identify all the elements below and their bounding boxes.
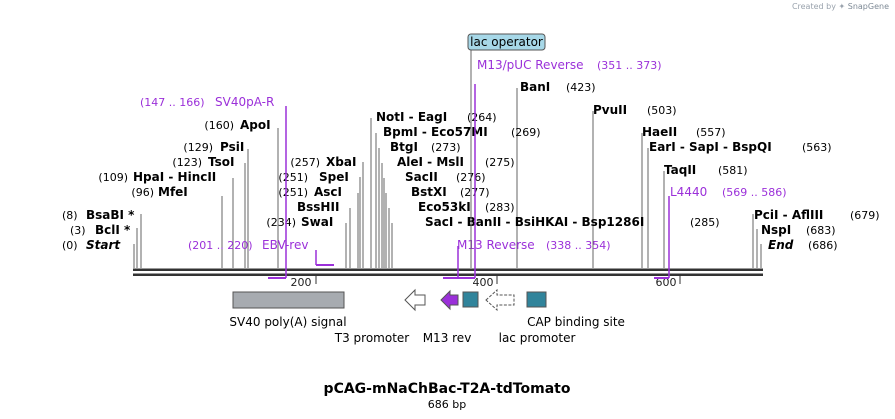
features-row: SV40 poly(A) signal T3 promoter M13 rev … [229, 288, 625, 345]
sequence-backbone [133, 268, 763, 276]
t3-promoter-arrow [404, 288, 426, 312]
primer-name-m13-puc-rev: M13/pUC Reverse [477, 58, 584, 72]
enzyme-pos-start: (0) [62, 239, 78, 252]
ruler: 200 400 600 [291, 276, 681, 289]
enzyme-pos-end: (686) [808, 239, 838, 252]
enzyme-pos-bpmi: (269) [511, 126, 541, 139]
enzyme-name-start: Start [86, 238, 121, 252]
ruler-label-200: 200 [291, 276, 312, 289]
enzyme-pos-xbai: (257) [290, 156, 320, 169]
primer-labels: (147 .. 166) SV40pA-R (201 .. 220) EBV-r… [140, 58, 787, 252]
enzyme-pos-bsabi: (8) [62, 209, 78, 222]
enzyme-pos-apoi: (160) [204, 119, 234, 132]
ruler-label-600: 600 [656, 276, 677, 289]
enzyme-pos-btgi: (273) [431, 141, 461, 154]
enzyme-lines [133, 88, 762, 268]
enzyme-pos-hpai: (109) [98, 171, 128, 184]
enzyme-pos-asci: (251) [278, 186, 308, 199]
enzyme-name-psii: PsiI [220, 140, 244, 154]
enzyme-name-eari: EarI - SapI - BspQI [649, 140, 772, 154]
enzyme-pos-pcii: (679) [850, 209, 880, 222]
credit-brand: SnapGene [847, 2, 889, 11]
enzyme-name-spei: SpeI [319, 170, 349, 184]
enzyme-name-pvuii: PvuII [593, 103, 627, 117]
enzyme-name-bcli: BclI * [95, 223, 131, 237]
sv40-polya-bar [232, 291, 345, 309]
enzyme-pos-psii: (129) [183, 141, 213, 154]
enzyme-name-nspi: NspI [761, 223, 791, 237]
enzyme-name-apoi: ApoI [240, 118, 271, 132]
lac-operator-badge [467, 33, 546, 51]
enzyme-pos-eari: (563) [802, 141, 832, 154]
cap-binding-box [526, 291, 547, 308]
primer-range-sv40pa-r: (147 .. 166) [140, 96, 205, 109]
cap-binding-label: CAP binding site [527, 315, 625, 329]
enzyme-name-hpai: HpaI - HincII [133, 170, 216, 184]
enzyme-name-xbai: XbaI [326, 155, 356, 169]
enzyme-name-end: End [768, 238, 794, 252]
enzyme-name-btgi: BtgI [390, 140, 418, 154]
enzyme-name-pcii: PciI - AflIII [754, 208, 823, 222]
primer-name-ebv-rev: EBV-rev [262, 238, 308, 252]
plasmid-title: pCAG-mNaChBac-T2A-tdTomato [324, 381, 571, 397]
enzyme-pos-pvuii: (503) [647, 104, 677, 117]
m13-rev-label: M13 rev [423, 331, 472, 345]
lac-promoter-label: lac promoter [499, 331, 576, 345]
backbone-top-strand [133, 268, 763, 271]
primer-range-l4440: (569 .. 586) [722, 186, 787, 199]
enzyme-name-eco53ki: Eco53kI [418, 200, 471, 214]
backbone-bottom-strand [133, 273, 763, 276]
enzyme-name-bsshii: BssHII [297, 200, 339, 214]
enzyme-labels: (0) Start (3) BclI * (8) BsaBI * (96) Mf… [62, 118, 356, 252]
enzyme-labels-right: NotI - EagI (264) BpmI - Eco57MI (269) B… [376, 80, 880, 252]
lac-operator-label: lac operator [470, 35, 543, 49]
ruler-label-400: 400 [473, 276, 494, 289]
credit-prefix: Created by [791, 2, 836, 11]
enzyme-name-taqii: TaqII [664, 163, 696, 177]
enzyme-name-swai: SwaI [301, 215, 333, 229]
snapgene-credit: Created by ✦ SnapGene [792, 2, 889, 11]
enzyme-name-asci: AscI [314, 185, 342, 199]
primer-range-ebv-rev: (201 .. 220) [188, 239, 253, 252]
primer-range-m13-rev-label: (338 .. 354) [546, 239, 611, 252]
primer-name-sv40pa-r: SV40pA-R [215, 95, 274, 109]
enzyme-name-bstxi: BstXI [411, 185, 447, 199]
enzyme-pos-eco53ki: (283) [485, 201, 515, 214]
enzyme-pos-nspi: (683) [806, 224, 836, 237]
primer-name-m13-rev-label: M13 Reverse [457, 238, 535, 252]
lac-promoter-arrow [485, 288, 515, 312]
enzyme-pos-haeii: (557) [696, 126, 726, 139]
enzyme-name-haeii: HaeII [642, 125, 677, 139]
enzyme-pos-taqii: (581) [718, 164, 748, 177]
enzyme-name-saci: SacI - BanII - BsiHKAI - Bsp1286I [425, 215, 644, 229]
enzyme-name-sacii: SacII [405, 170, 438, 184]
feature-lac-operator: lac operator [467, 33, 546, 268]
enzyme-pos-bani: (423) [566, 81, 596, 94]
plasmid-length: 686 bp [428, 398, 466, 411]
enzyme-pos-bcli: (3) [70, 224, 86, 237]
enzyme-name-bani: BanI [520, 80, 550, 94]
primer-lines [268, 84, 670, 279]
enzyme-name-bpmi: BpmI - Eco57MI [383, 125, 488, 139]
m13-rev-arrow [440, 289, 459, 311]
enzyme-name-noti: NotI - EagI [376, 110, 447, 124]
primer-range-m13-puc-rev: (351 .. 373) [597, 59, 662, 72]
enzyme-pos-spei: (251) [278, 171, 308, 184]
snapgene-logo-icon: ✦ [838, 2, 846, 11]
t3-promoter-label: T3 promoter [334, 331, 410, 345]
primer-name-l4440: L4440 [670, 185, 707, 199]
enzyme-pos-mfei: (96) [131, 186, 154, 199]
enzyme-name-mfei: MfeI [158, 185, 188, 199]
enzyme-name-bsabi: BsaBI * [86, 208, 135, 222]
enzyme-pos-swai: (234) [266, 216, 296, 229]
sv40-polya-label: SV40 poly(A) signal [229, 315, 346, 329]
enzyme-pos-alei: (275) [485, 156, 515, 169]
enzyme-name-alei: AleI - MslI [397, 155, 464, 169]
lac-operator-box [462, 291, 479, 308]
enzyme-pos-tsoi: (123) [172, 156, 202, 169]
enzyme-name-tsoi: TsoI [208, 155, 234, 169]
enzyme-pos-saci: (285) [690, 216, 720, 229]
